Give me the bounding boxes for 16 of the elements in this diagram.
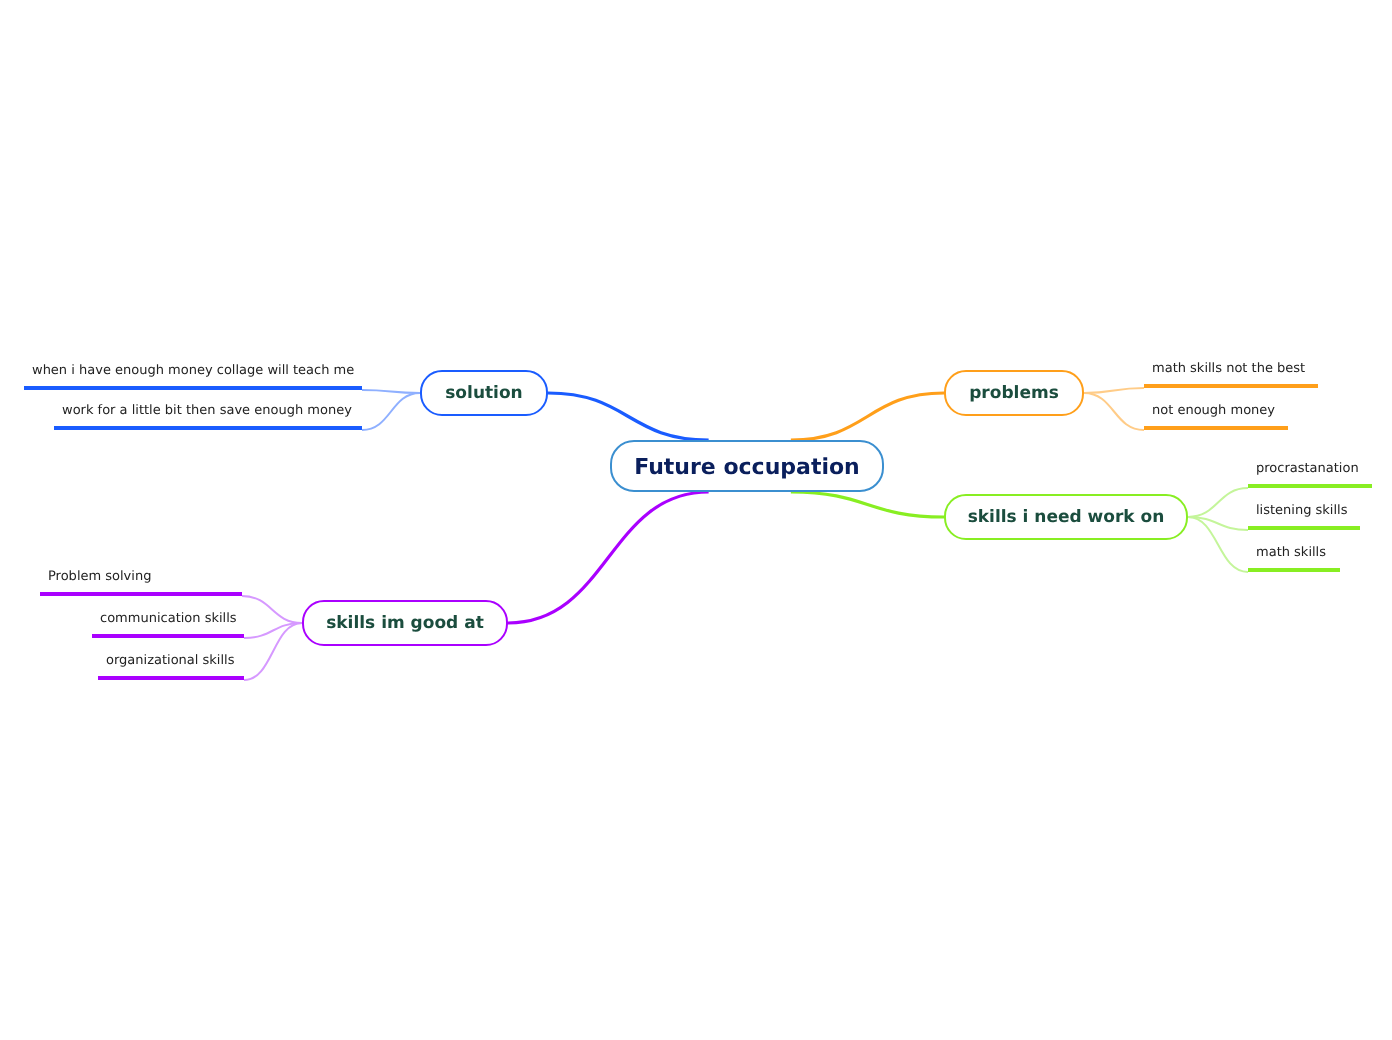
- connector-line: [547, 391, 709, 442]
- topic-box: problems: [944, 370, 1084, 416]
- connector-line: [243, 622, 303, 681]
- connector-line: [790, 490, 945, 519]
- connector-line: [507, 490, 709, 625]
- connector-line: [361, 392, 421, 431]
- topic-box: skills im good at: [302, 600, 508, 646]
- topic-box: skills i need work on: [944, 494, 1188, 540]
- central-topic: Future occupation: [610, 440, 884, 492]
- connector-line: [1083, 392, 1145, 431]
- connector-line: [1187, 516, 1249, 573]
- connector-line: [361, 389, 421, 394]
- connector-line: [1187, 516, 1249, 531]
- connector-line: [243, 622, 303, 639]
- topic-box: solution: [420, 370, 548, 416]
- connector-line: [790, 391, 945, 442]
